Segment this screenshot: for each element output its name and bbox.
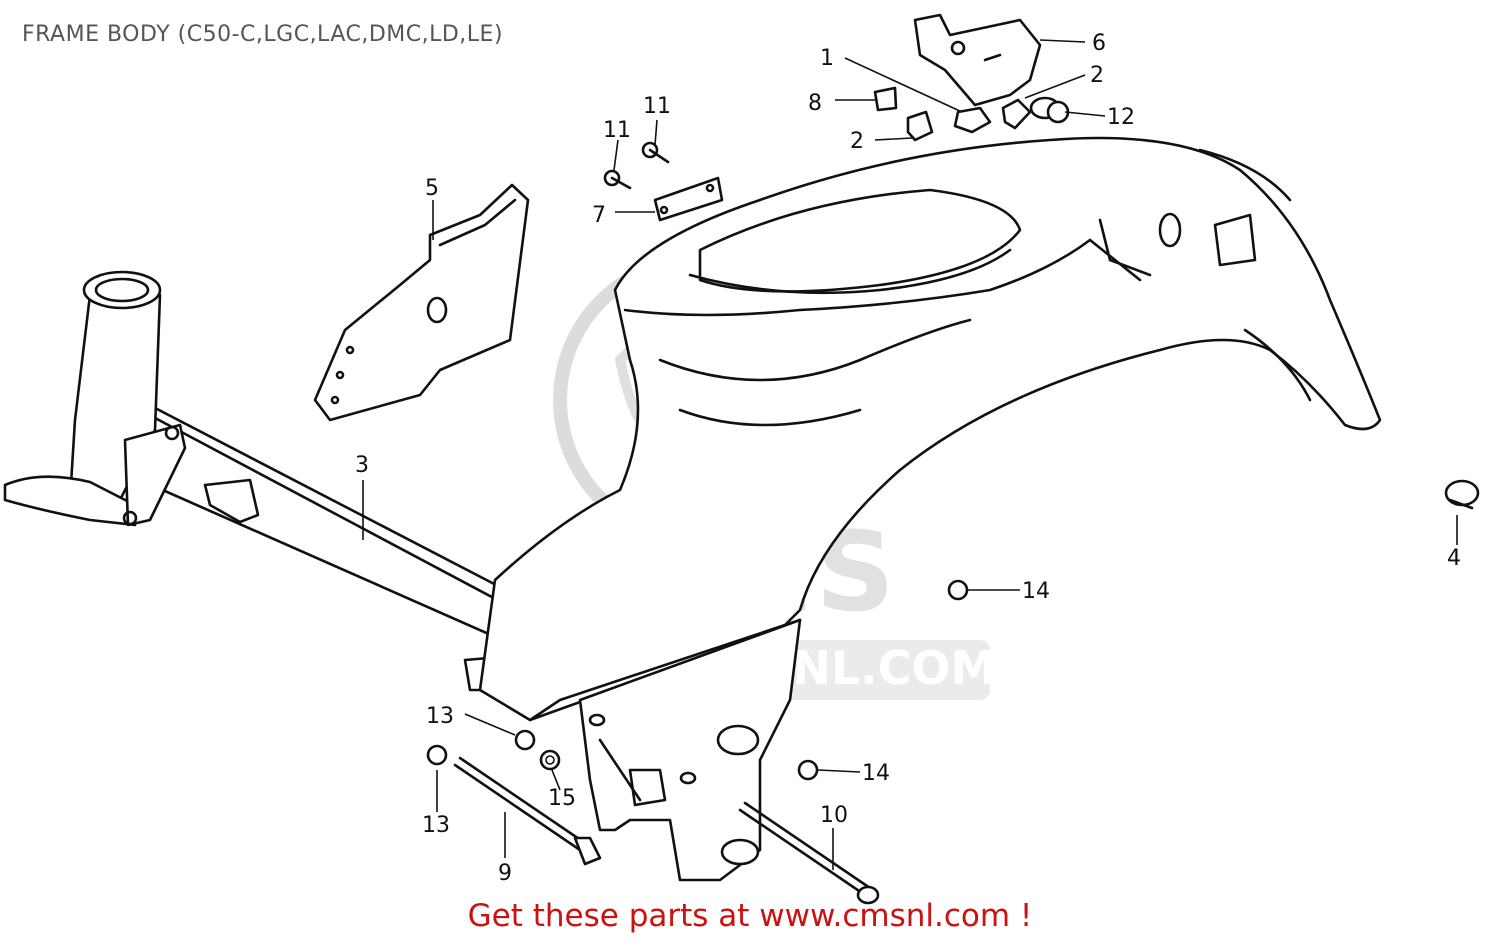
callout-9: 9 bbox=[498, 861, 512, 886]
callout-10: 10 bbox=[820, 803, 848, 828]
callout-14b: 14 bbox=[862, 761, 890, 786]
part-7-plate bbox=[653, 176, 724, 222]
part-10-bolt bbox=[738, 801, 880, 905]
callout-5: 5 bbox=[425, 176, 439, 201]
frame-body-shell bbox=[478, 136, 1382, 722]
callout-8: 8 bbox=[808, 91, 822, 116]
callout-4: 4 bbox=[1447, 546, 1461, 571]
part-3-main-tube bbox=[3, 270, 527, 692]
callout-2b: 2 bbox=[850, 129, 864, 154]
callout-12: 12 bbox=[1107, 105, 1135, 130]
part-4-plug bbox=[1444, 479, 1480, 510]
callout-7: 7 bbox=[592, 203, 606, 228]
callout-leader-lines bbox=[362, 39, 1458, 870]
parts-cta-link-text[interactable]: Get these parts at www.cmsnl.com ! bbox=[467, 898, 1033, 934]
callout-11a: 11 bbox=[603, 118, 631, 143]
nuts-and-washers bbox=[426, 579, 969, 781]
small-fastener-parts bbox=[603, 86, 1070, 190]
callout-13b: 13 bbox=[422, 813, 450, 838]
diagram-title: FRAME BODY (C50-C,LGC,LAC,DMC,LD,LE) bbox=[22, 22, 504, 47]
engine-hanger-bracket bbox=[578, 618, 802, 882]
callout-14a: 14 bbox=[1022, 579, 1050, 604]
callout-6: 6 bbox=[1092, 31, 1106, 56]
part-9-bolt bbox=[453, 756, 602, 866]
callout-11b: 11 bbox=[643, 94, 671, 119]
callout-13a: 13 bbox=[426, 704, 454, 729]
callout-3: 3 bbox=[355, 453, 369, 478]
callout-2a: 2 bbox=[1090, 63, 1104, 88]
callout-labels: 1 2 2 3 4 5 6 7 8 9 10 11 11 12 13 13 14… bbox=[355, 31, 1461, 886]
callout-1: 1 bbox=[820, 46, 834, 71]
part-6-bracket bbox=[913, 13, 1042, 107]
callout-15: 15 bbox=[548, 786, 576, 811]
part-5-side-plate bbox=[313, 183, 530, 422]
